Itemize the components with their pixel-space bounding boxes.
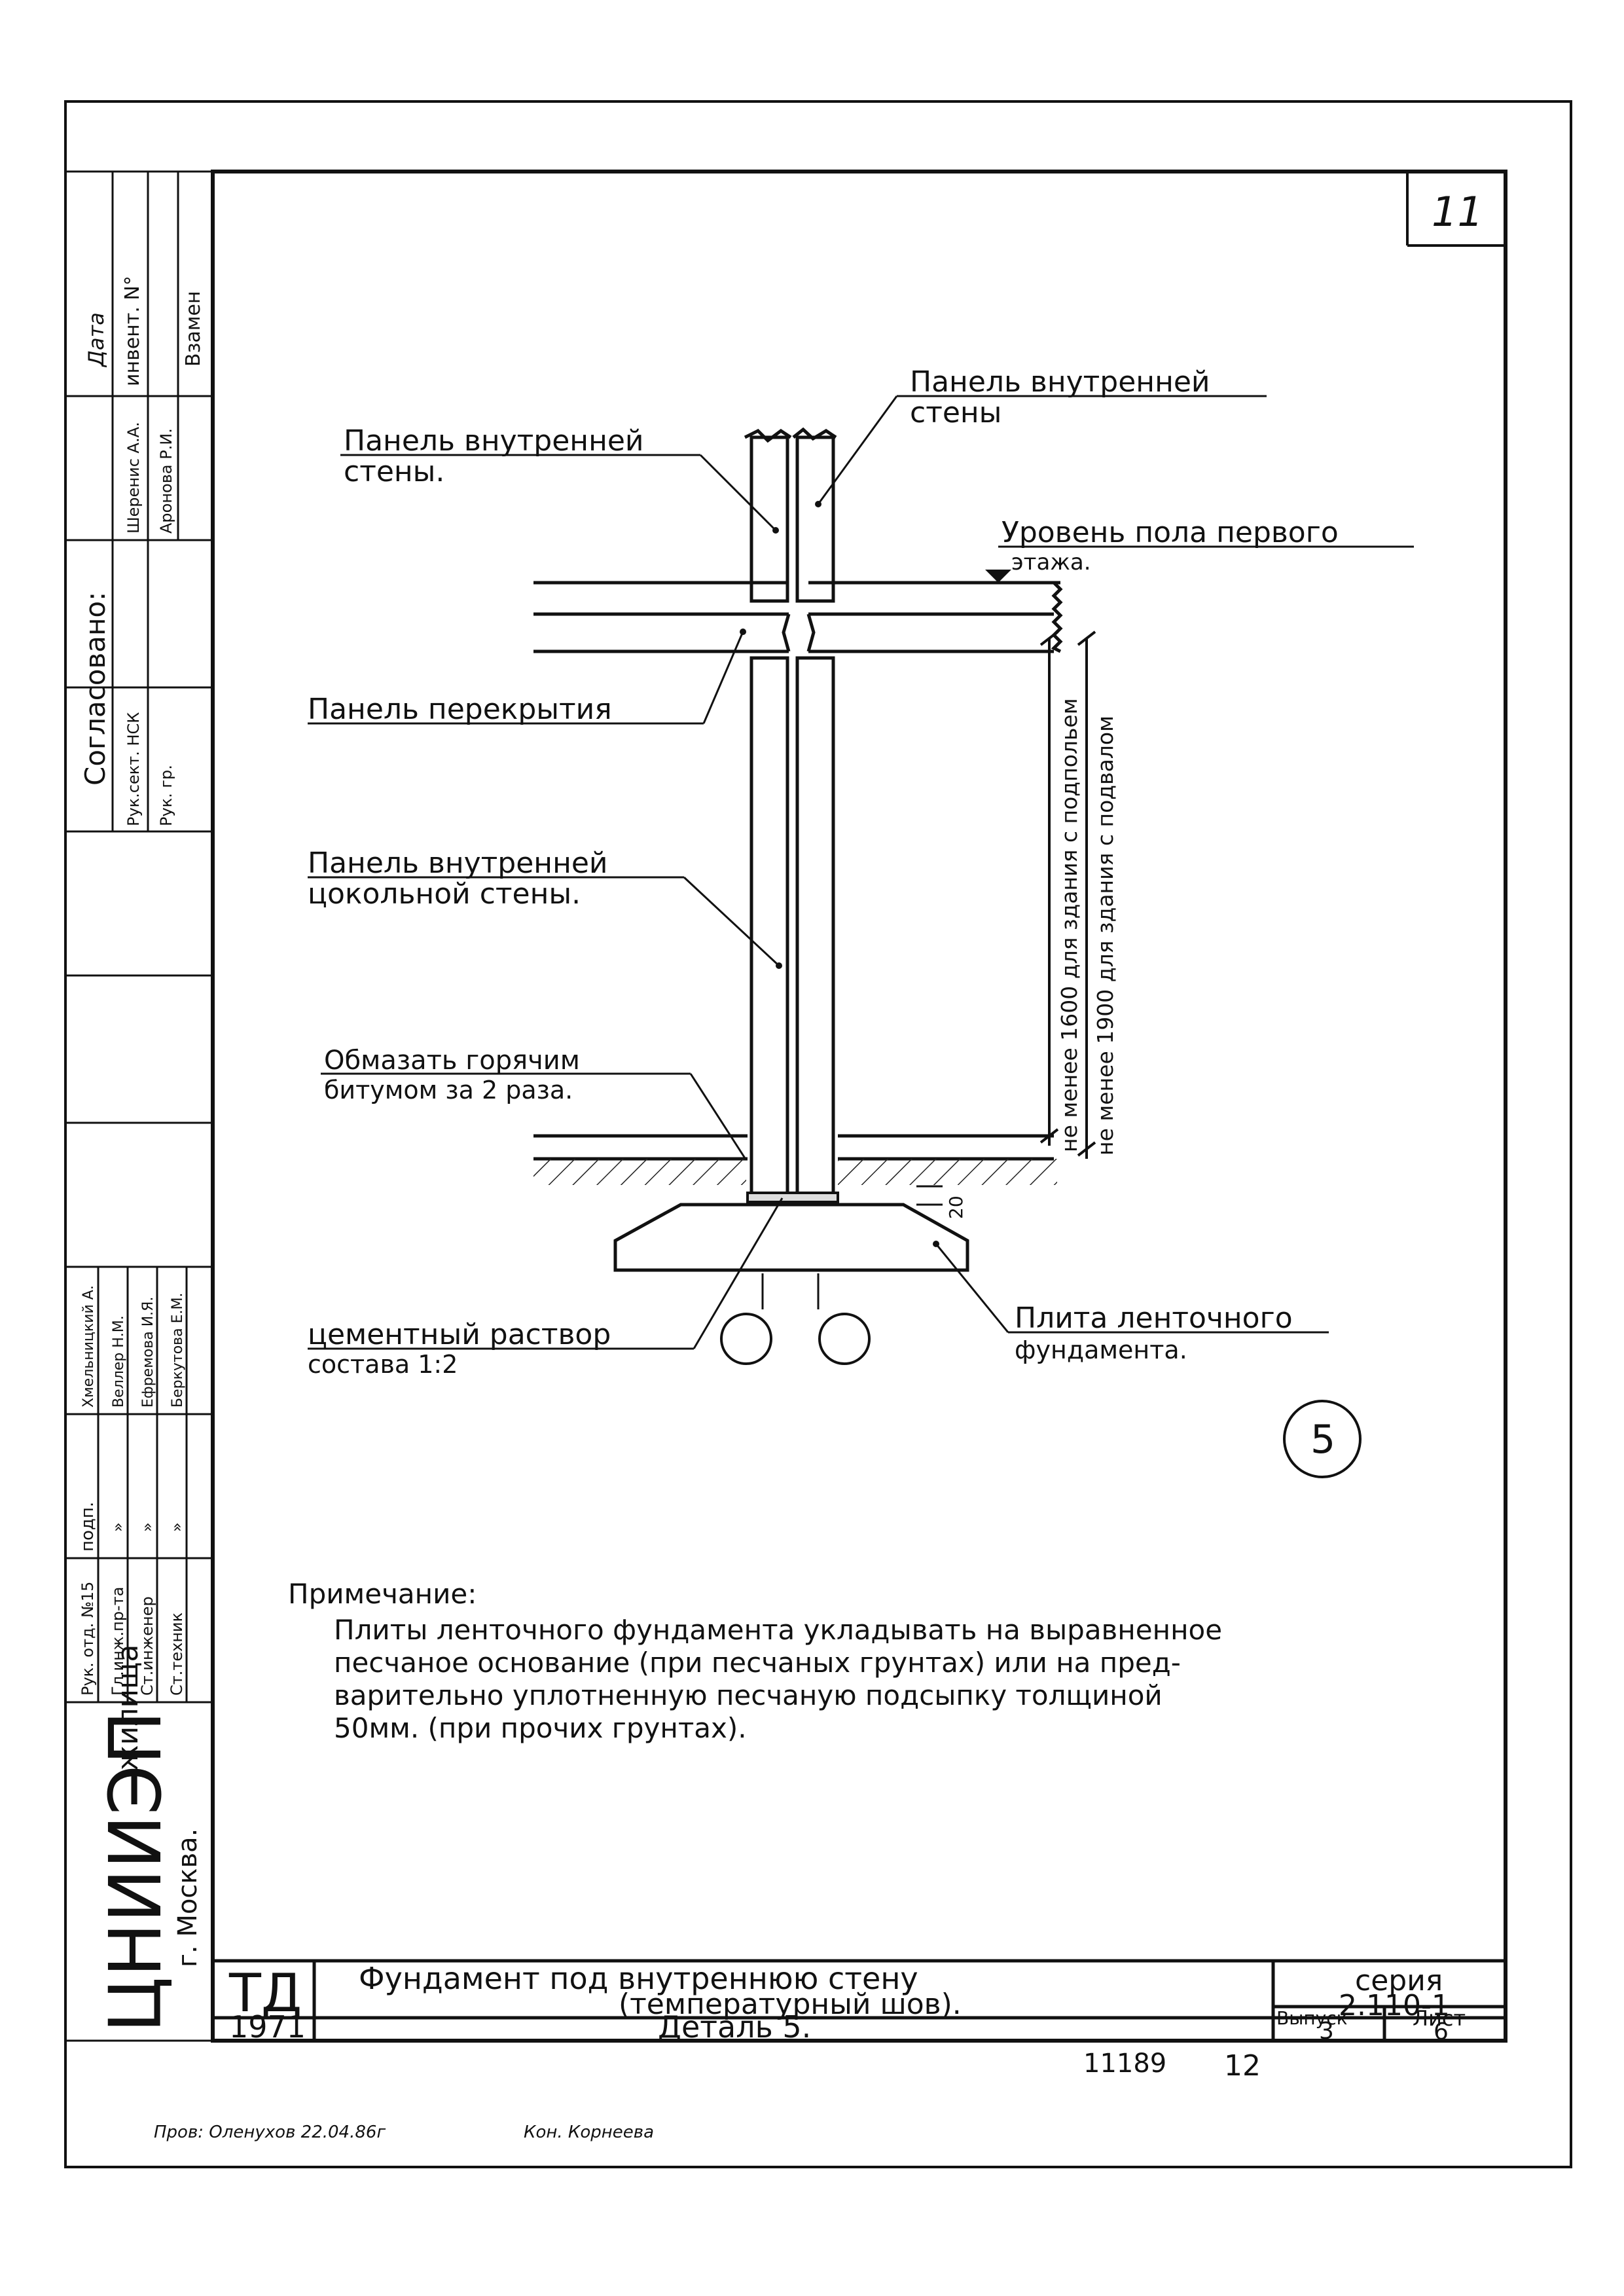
sheet-number: 11 (1432, 188, 1483, 236)
agreed-label: Согласовано: (79, 592, 111, 786)
bottom-number-2: 12 (1224, 2049, 1261, 2083)
tb-title-2: (температурный шов). (619, 1988, 962, 2021)
lifting-loop-left (720, 1313, 772, 1365)
label-strip-2: фундамента. (1015, 1336, 1187, 1364)
left-strip-lines (65, 170, 213, 2042)
cement-mortar-layer (746, 1192, 839, 1203)
height-dimension (1039, 630, 1096, 1159)
role-2: Гл.инж.пр-та (109, 1587, 127, 1696)
label-mortar-2: состава 1:2 (308, 1350, 458, 1379)
soil-hatch-left (533, 1159, 746, 1185)
org-main: ЦНИИЭП (94, 1711, 177, 2033)
leader-lines (308, 395, 1414, 1350)
tb-series-value: 2.110-1 (1339, 1989, 1450, 2022)
label-inner-wall-right-1: Панель внутренней (910, 365, 1210, 399)
name-1: Хмельницкий А. (81, 1285, 97, 1408)
ground-lines (533, 1134, 1054, 1161)
tb-year: 1971 (229, 2009, 306, 2045)
ruk-sekt: Рук.сект. НСК (124, 712, 143, 826)
floor-level-marker (985, 570, 1011, 583)
note-line-3: варительно уплотненную песчаную подсыпку… (334, 1679, 1163, 1711)
leader-dots (740, 501, 939, 1247)
ruk-gr: Рук. гр. (157, 765, 175, 826)
ditto-3: » (168, 1522, 186, 1532)
ditto-2: » (138, 1522, 156, 1532)
dim-text-20: 20 (945, 1195, 967, 1219)
note-line-4: 50мм. (при прочих грунтах). (334, 1712, 747, 1744)
tb-issue-value: 3 (1319, 2018, 1334, 2045)
label-mortar-1: цементный раствор (308, 1318, 611, 1351)
outer-border (64, 100, 1572, 2168)
name-2: Веллер Н.М. (111, 1315, 127, 1408)
label-plinth-wall-2: цокольной стены. (308, 877, 581, 911)
detail-number: 5 (1310, 1417, 1335, 1463)
detail-number-circle (1283, 1400, 1362, 1478)
note-line-2: песчаное основание (при песчаных грунтах… (334, 1647, 1181, 1679)
label-floor-level-2: этажа. (1011, 549, 1091, 575)
tb-title-1: Фундамент под внутреннюю стену (359, 1961, 918, 1996)
floor-slabs (533, 581, 1063, 653)
tb-subtitle: Деталь 5. (658, 2009, 811, 2045)
org-sub: жилища (111, 1645, 145, 1771)
ditto-1: » (109, 1522, 127, 1532)
label-inner-wall-left-1: Панель внутренней (344, 424, 644, 458)
tb-sheet-label: Лист (1413, 2006, 1466, 2031)
strip-foundation (613, 1203, 969, 1272)
handwritten-check: Пров: Оленухов 22.04.86г (154, 2123, 386, 2142)
label-floor-level-1: Уровень пола первого (1001, 516, 1339, 549)
title-block-lines (213, 1959, 1506, 2041)
podp-label: подп. (78, 1502, 98, 1552)
name-4: Беркутова Е.М. (170, 1293, 186, 1408)
handwritten-copied: Кон. Корнеева (524, 2123, 654, 2142)
label-plinth-wall-1: Панель внутренней (308, 847, 608, 880)
vzamen-label: Взамен (182, 291, 205, 367)
bottom-number-1: 11189 (1083, 2049, 1166, 2079)
note-line-1: Плиты ленточного фундамента укладывать н… (334, 1614, 1223, 1646)
role-4: Ст.техник (168, 1613, 186, 1696)
role-1: Рук. отд. №15 (79, 1582, 97, 1696)
org-city: г. Москва. (173, 1829, 203, 1967)
label-bitumen-1: Обмазать горячим (324, 1046, 580, 1076)
dim-text-1900: не менее 1900 для здания с подвалом (1092, 716, 1118, 1156)
soil-hatch-right (838, 1159, 1057, 1185)
label-slab: Панель перекрытия (308, 693, 612, 726)
lifting-loop-right (818, 1313, 871, 1365)
tb-sheet-value: 6 (1434, 2018, 1449, 2045)
label-inner-wall-left-2: стены. (344, 455, 444, 488)
approver-1: Шеренис А.А. (124, 422, 143, 534)
dim-20-lines (916, 1185, 943, 1206)
label-inner-wall-right-2: стены (910, 396, 1001, 429)
dim-text-1600: не менее 1600 для здания с подпольем (1056, 698, 1082, 1152)
label-strip-1: Плита ленточного (1015, 1302, 1293, 1335)
tb-code: ТД (228, 1963, 302, 2024)
wall-upper-panels (744, 427, 837, 603)
role-3: Ст.инженер (138, 1596, 156, 1696)
label-bitumen-2: битумом за 2 раза. (324, 1076, 573, 1104)
name-3: Ефремова И.Я. (140, 1297, 156, 1408)
inner-border (211, 170, 1507, 2043)
approver-2: Аронова Р.И. (157, 428, 175, 534)
date-label: Дата (84, 312, 109, 368)
tb-issue-label: Выпуск (1276, 2007, 1348, 2029)
note-title: Примечание: (288, 1578, 477, 1610)
tb-series-label: серия (1355, 1964, 1443, 1997)
plinth-wall-panels (749, 656, 835, 1203)
inv-label: инвент. N° (121, 276, 144, 386)
